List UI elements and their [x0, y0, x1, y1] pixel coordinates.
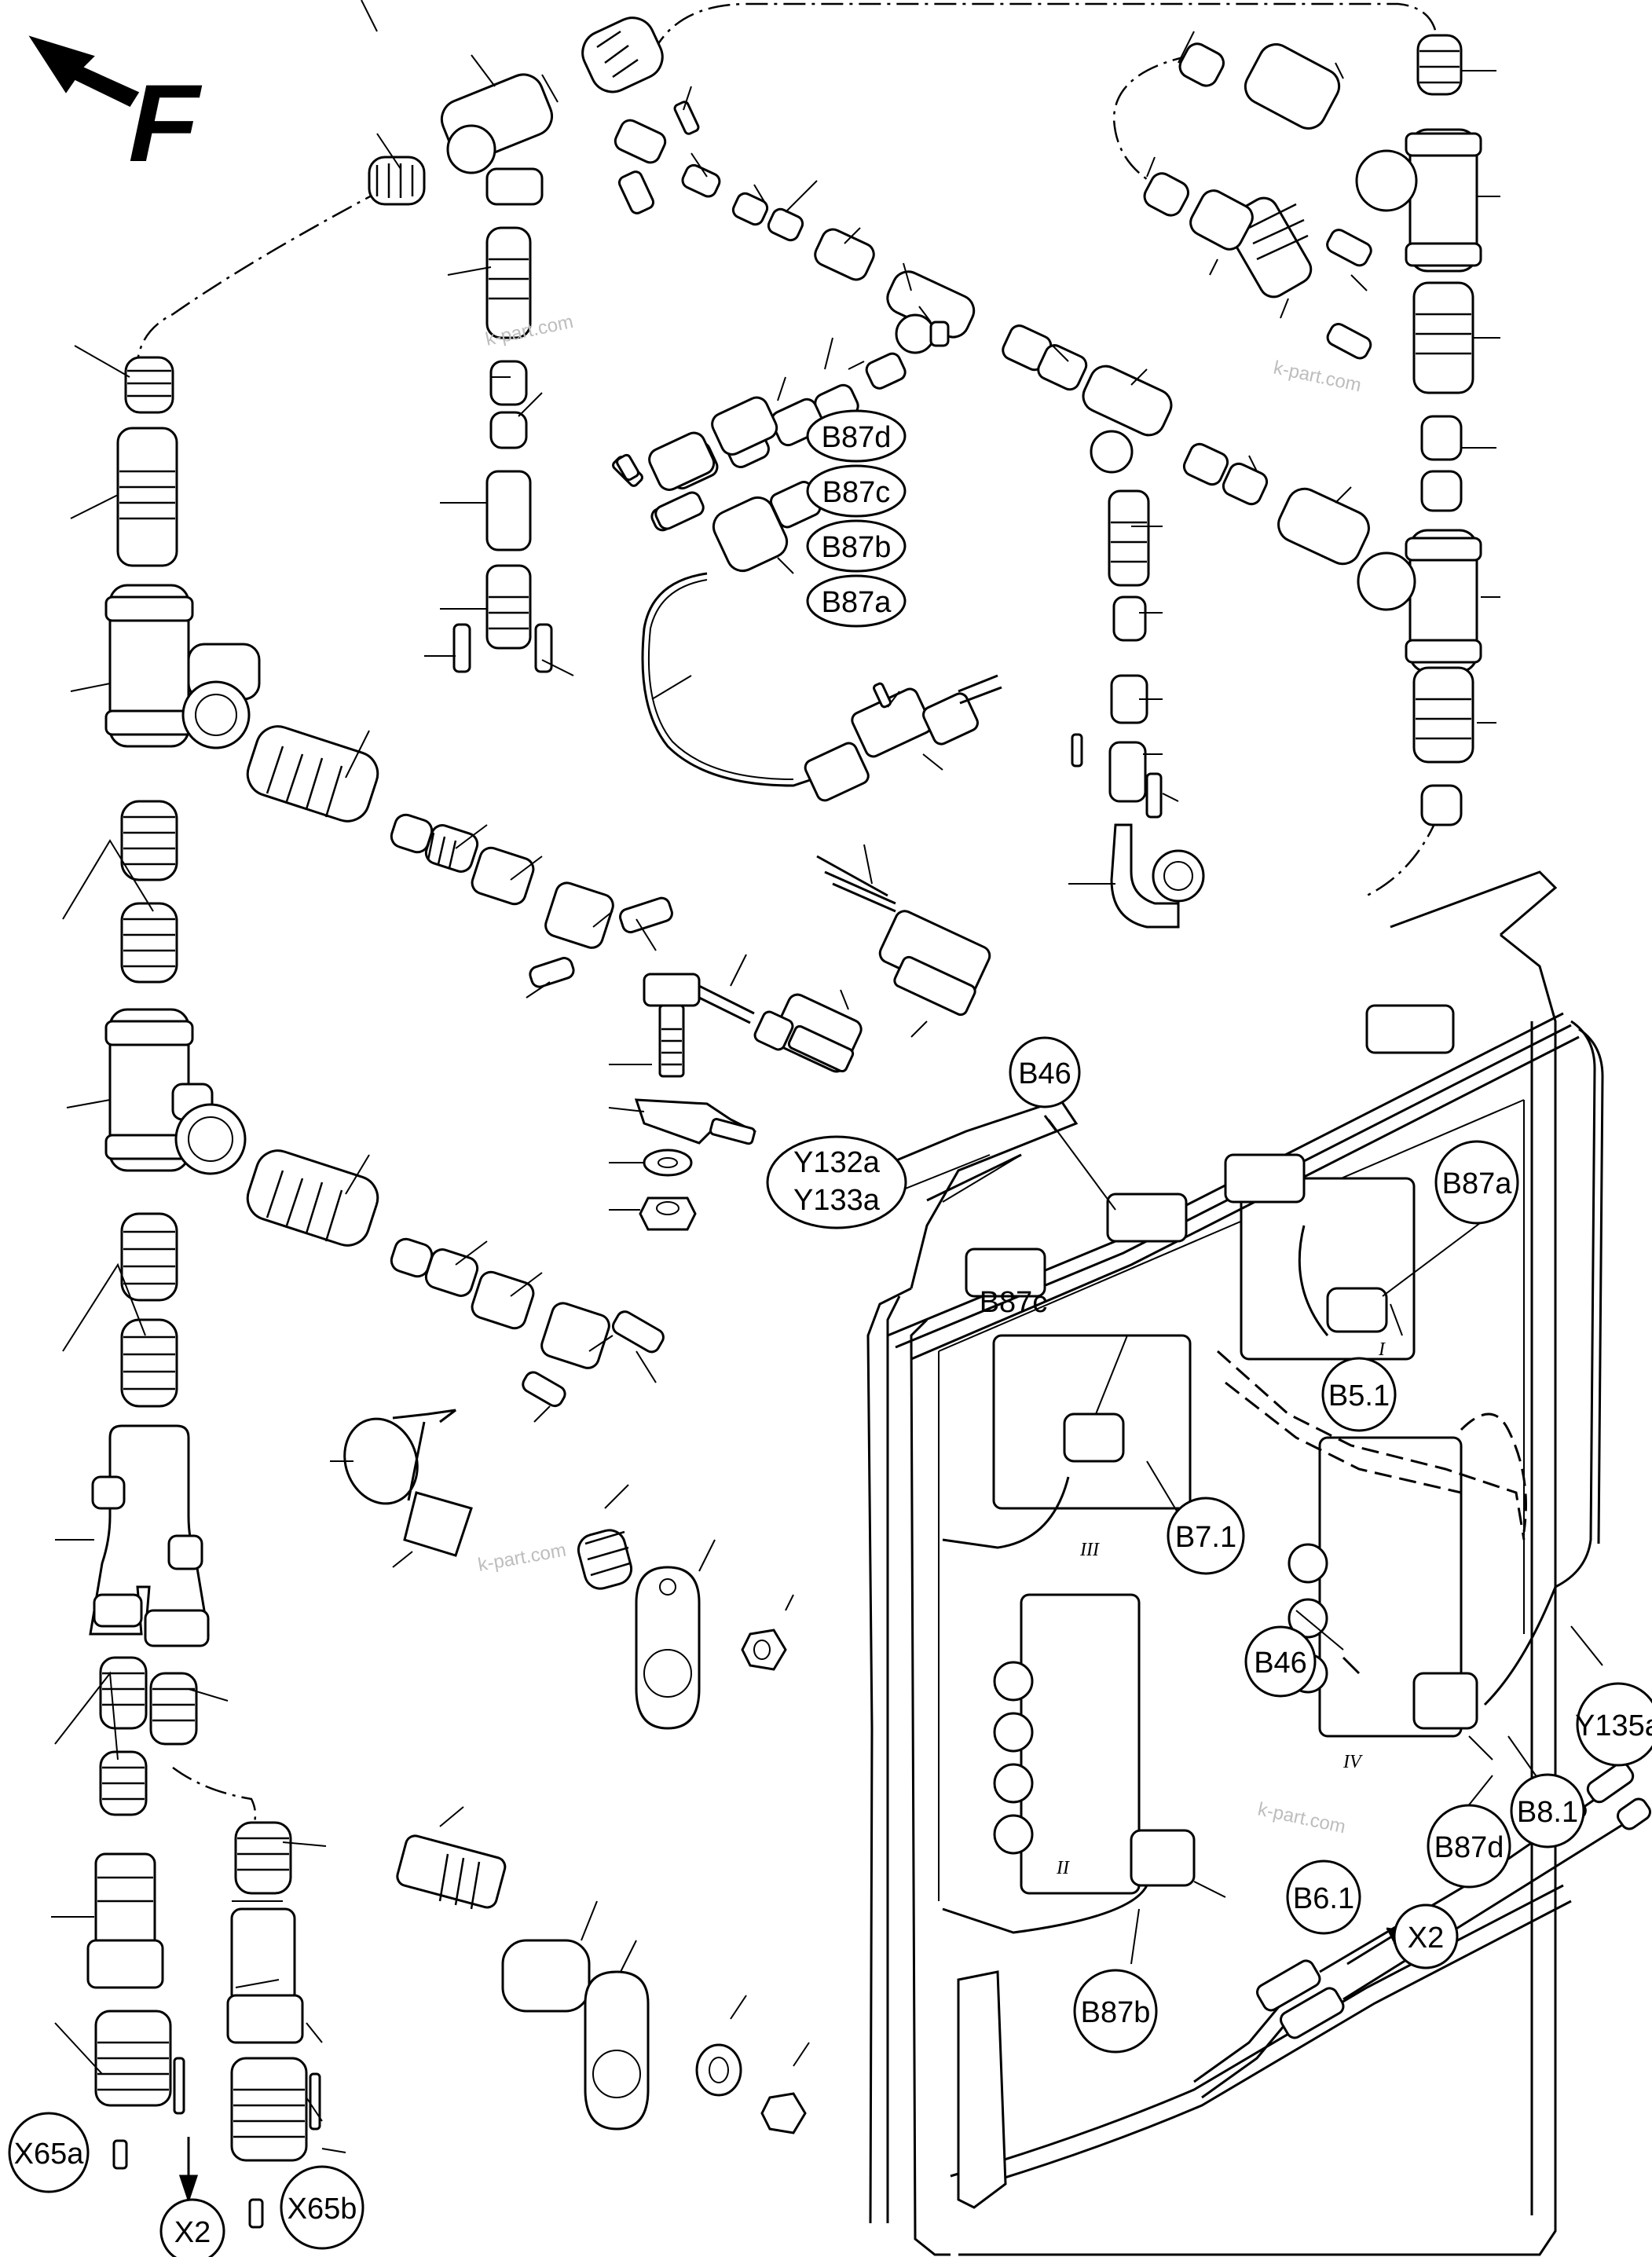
direction-arrow-icon	[28, 35, 140, 107]
right-fitting-stack	[1143, 34, 1482, 826]
callout-x2-bottom[interactable]: X2	[159, 2198, 225, 2257]
valve-number-iii: III	[1079, 1540, 1100, 1560]
callout-arrows	[926, 1115, 1431, 1934]
bolt-washer-nut-stack	[634, 973, 757, 1231]
callout-y132a-y133a[interactable]: Y132a Y133a	[766, 1135, 907, 1229]
left-horizontal-chains	[246, 725, 673, 1408]
svg-text:Y133a: Y133a	[793, 1184, 881, 1217]
callout-b87d-top[interactable]: B87d	[806, 409, 907, 463]
svg-text:B46: B46	[1254, 1647, 1307, 1680]
leader-lines-upper-middle	[683, 86, 1352, 504]
callout-b87d-bottom[interactable]: B87d	[1427, 1804, 1511, 1889]
watermark-2: k-part.com	[1272, 357, 1363, 396]
svg-text:B87b: B87b	[1081, 1996, 1151, 2029]
leader-lines-top	[361, 0, 574, 676]
valve-number-ii: II	[1056, 1858, 1070, 1878]
leader-lines-clamps	[330, 1460, 810, 2067]
svg-text:X2: X2	[1408, 1922, 1444, 1955]
callout-b87b-top[interactable]: B87b	[806, 519, 907, 573]
svg-text:B87d: B87d	[822, 421, 892, 454]
svg-text:Y135a: Y135a	[1575, 1709, 1652, 1742]
callout-x65b[interactable]: X65b	[280, 2165, 364, 2250]
callout-x65a[interactable]: X65a	[8, 2112, 90, 2193]
svg-text:B87a: B87a	[822, 586, 892, 619]
callout-b87a-top[interactable]: B87a	[806, 574, 907, 628]
svg-text:B87c: B87c	[980, 1286, 1048, 1319]
upper-middle-chain	[612, 101, 1370, 566]
callout-b87b-bottom[interactable]: B87b	[1073, 1969, 1158, 2054]
svg-text:B87d: B87d	[1434, 1831, 1504, 1864]
direction-label: F	[118, 62, 211, 185]
left-fitting-stack	[86, 356, 321, 2229]
svg-text:X65a: X65a	[14, 2138, 85, 2171]
svg-text:B87a: B87a	[1442, 1167, 1513, 1200]
leader-lines-chains	[345, 730, 657, 1423]
valve-frame-assembly	[866, 870, 1651, 2256]
svg-text:B6.1: B6.1	[1293, 1882, 1354, 1915]
valve-number-i: I	[1378, 1339, 1386, 1360]
svg-text:Y132a: Y132a	[793, 1146, 881, 1179]
callout-y135a[interactable]: Y135a	[1575, 1682, 1652, 1767]
watermark-3: k-part.com	[476, 1540, 567, 1576]
hose-centerlines	[136, 2, 1439, 1831]
leader-lines-bolts	[608, 1064, 652, 1211]
callout-x2-right[interactable]: X2	[1393, 1903, 1459, 1969]
callout-b46-mid[interactable]: B46	[1244, 1625, 1317, 1698]
svg-text:X2: X2	[174, 2216, 211, 2249]
leader-lines-center	[1068, 526, 1179, 885]
callout-b8-1[interactable]: B8.1	[1510, 1773, 1585, 1848]
watermark-4: k-part.com	[1256, 1798, 1347, 1837]
connector-parts	[690, 855, 991, 1073]
svg-text:B7.1: B7.1	[1175, 1521, 1236, 1554]
x2-arrow-right	[1346, 1931, 1399, 1966]
top-center-assembly	[368, 16, 664, 673]
svg-text:X65b: X65b	[288, 2193, 357, 2226]
callout-b6-1[interactable]: B6.1	[1286, 1859, 1361, 1935]
callout-b87c-top[interactable]: B87c	[806, 464, 907, 518]
clamp-group	[343, 1409, 807, 2134]
leader-lines-left	[51, 345, 346, 2153]
callout-b46-top[interactable]: B46	[1009, 1036, 1081, 1108]
callout-b5-1[interactable]: B5.1	[1321, 1357, 1397, 1432]
callout-b87a-right[interactable]: B87a	[1434, 1140, 1519, 1225]
svg-text:B46: B46	[1018, 1057, 1071, 1090]
center-vertical-stack	[1071, 489, 1205, 929]
svg-text:B87b: B87b	[822, 531, 892, 564]
callout-b87c-mid[interactable]: B87c	[980, 1286, 1048, 1319]
svg-text:B5.1: B5.1	[1328, 1379, 1390, 1412]
leader-lines-connectors	[730, 844, 928, 1038]
svg-text:B87c: B87c	[822, 476, 891, 509]
leader-lines-right	[1146, 31, 1500, 724]
pressure-sensor-assembly	[616, 396, 1002, 802]
leader-lines-sensor	[651, 557, 943, 771]
callout-b7-1[interactable]: B7.1	[1167, 1497, 1245, 1575]
valve-number-iv: IV	[1342, 1752, 1363, 1772]
svg-text:B8.1: B8.1	[1517, 1796, 1578, 1829]
